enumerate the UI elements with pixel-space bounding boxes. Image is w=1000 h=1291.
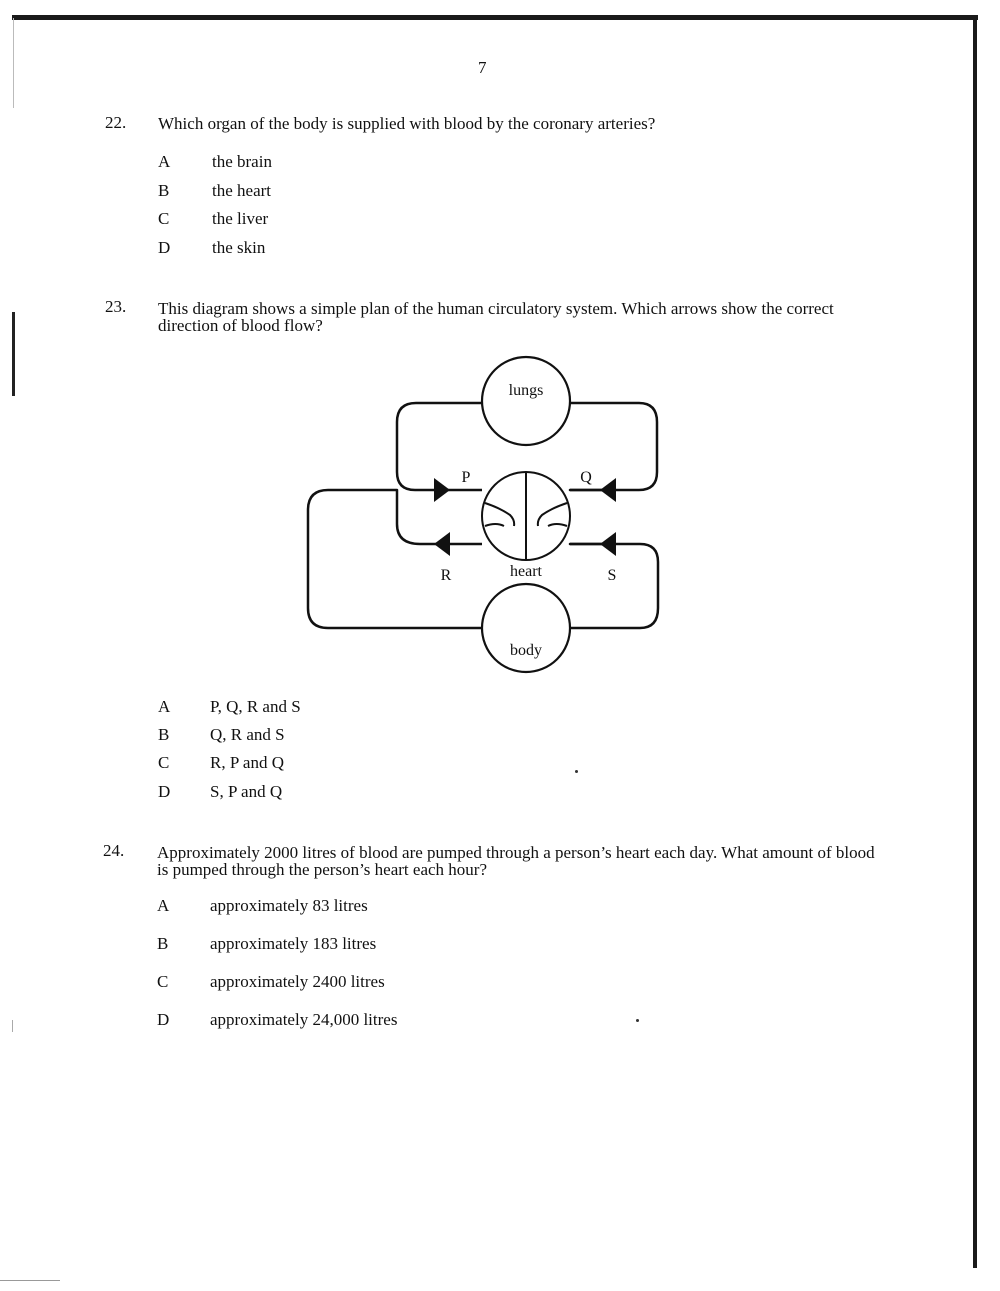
question-text: This diagram shows a simple plan of the … [158, 299, 834, 335]
scan-border-left [13, 18, 14, 108]
question-number: 24. [103, 841, 125, 860]
option-letter: C [157, 972, 169, 991]
option-text: R, P and Q [210, 753, 284, 772]
scan-margin-mark [12, 312, 15, 396]
option-text: S, P and Q [210, 782, 283, 801]
label-Q: Q [580, 469, 592, 486]
body-circle [480, 582, 572, 674]
label-P: P [462, 469, 471, 486]
arrow-Q [600, 478, 616, 502]
option-text: approximately 2400 litres [210, 972, 385, 991]
option-text: the heart [212, 181, 271, 200]
question-text: Approximately 2000 litres of blood are p… [157, 843, 875, 879]
scan-border-bottom [0, 1280, 60, 1281]
body-label: body [510, 642, 542, 659]
option-letter: A [158, 697, 171, 716]
question-number: 23. [105, 297, 127, 316]
label-R: R [441, 567, 452, 584]
option-text: the skin [212, 238, 266, 257]
option-letter: A [157, 896, 170, 915]
body-loop-vessel [306, 488, 660, 630]
arrow-P [434, 478, 450, 502]
circulatory-diagram-svg: lungs body heart P Q [306, 355, 660, 674]
option-text: the brain [212, 152, 272, 171]
option-letter: B [158, 725, 170, 744]
option-letter: A [158, 152, 171, 171]
option-letter: B [157, 934, 169, 953]
option-letter: D [158, 782, 171, 801]
option-letter: C [158, 753, 170, 772]
option-text: the liver [212, 209, 269, 228]
page-number: 7 [478, 58, 487, 77]
label-S: S [608, 567, 617, 584]
scan-margin-tick [12, 1020, 13, 1032]
circulatory-system-diagram: lungs body heart P Q [300, 350, 670, 680]
heart-chambers [481, 471, 571, 561]
heart-label: heart [510, 563, 543, 580]
lungs-circle [480, 355, 572, 447]
stray-dot [575, 770, 578, 773]
option-letter: D [158, 238, 171, 257]
option-text: approximately 83 litres [210, 896, 368, 915]
option-text: approximately 24,000 litres [210, 1010, 398, 1029]
option-letter: B [158, 181, 170, 200]
arrow-R [434, 532, 450, 556]
option-text: approximately 183 litres [210, 934, 377, 953]
question-number: 22. [105, 113, 127, 132]
option-text: P, Q, R and S [210, 697, 301, 716]
scan-border-right [973, 18, 977, 1268]
scan-border-top [12, 15, 978, 20]
arrow-S [600, 532, 616, 556]
option-letter: D [157, 1010, 170, 1029]
option-text: Q, R and S [210, 725, 285, 744]
option-letter: C [158, 209, 170, 228]
lungs-label: lungs [509, 382, 544, 399]
question-text: Which organ of the body is supplied with… [158, 114, 656, 133]
stray-dot [636, 1019, 639, 1022]
